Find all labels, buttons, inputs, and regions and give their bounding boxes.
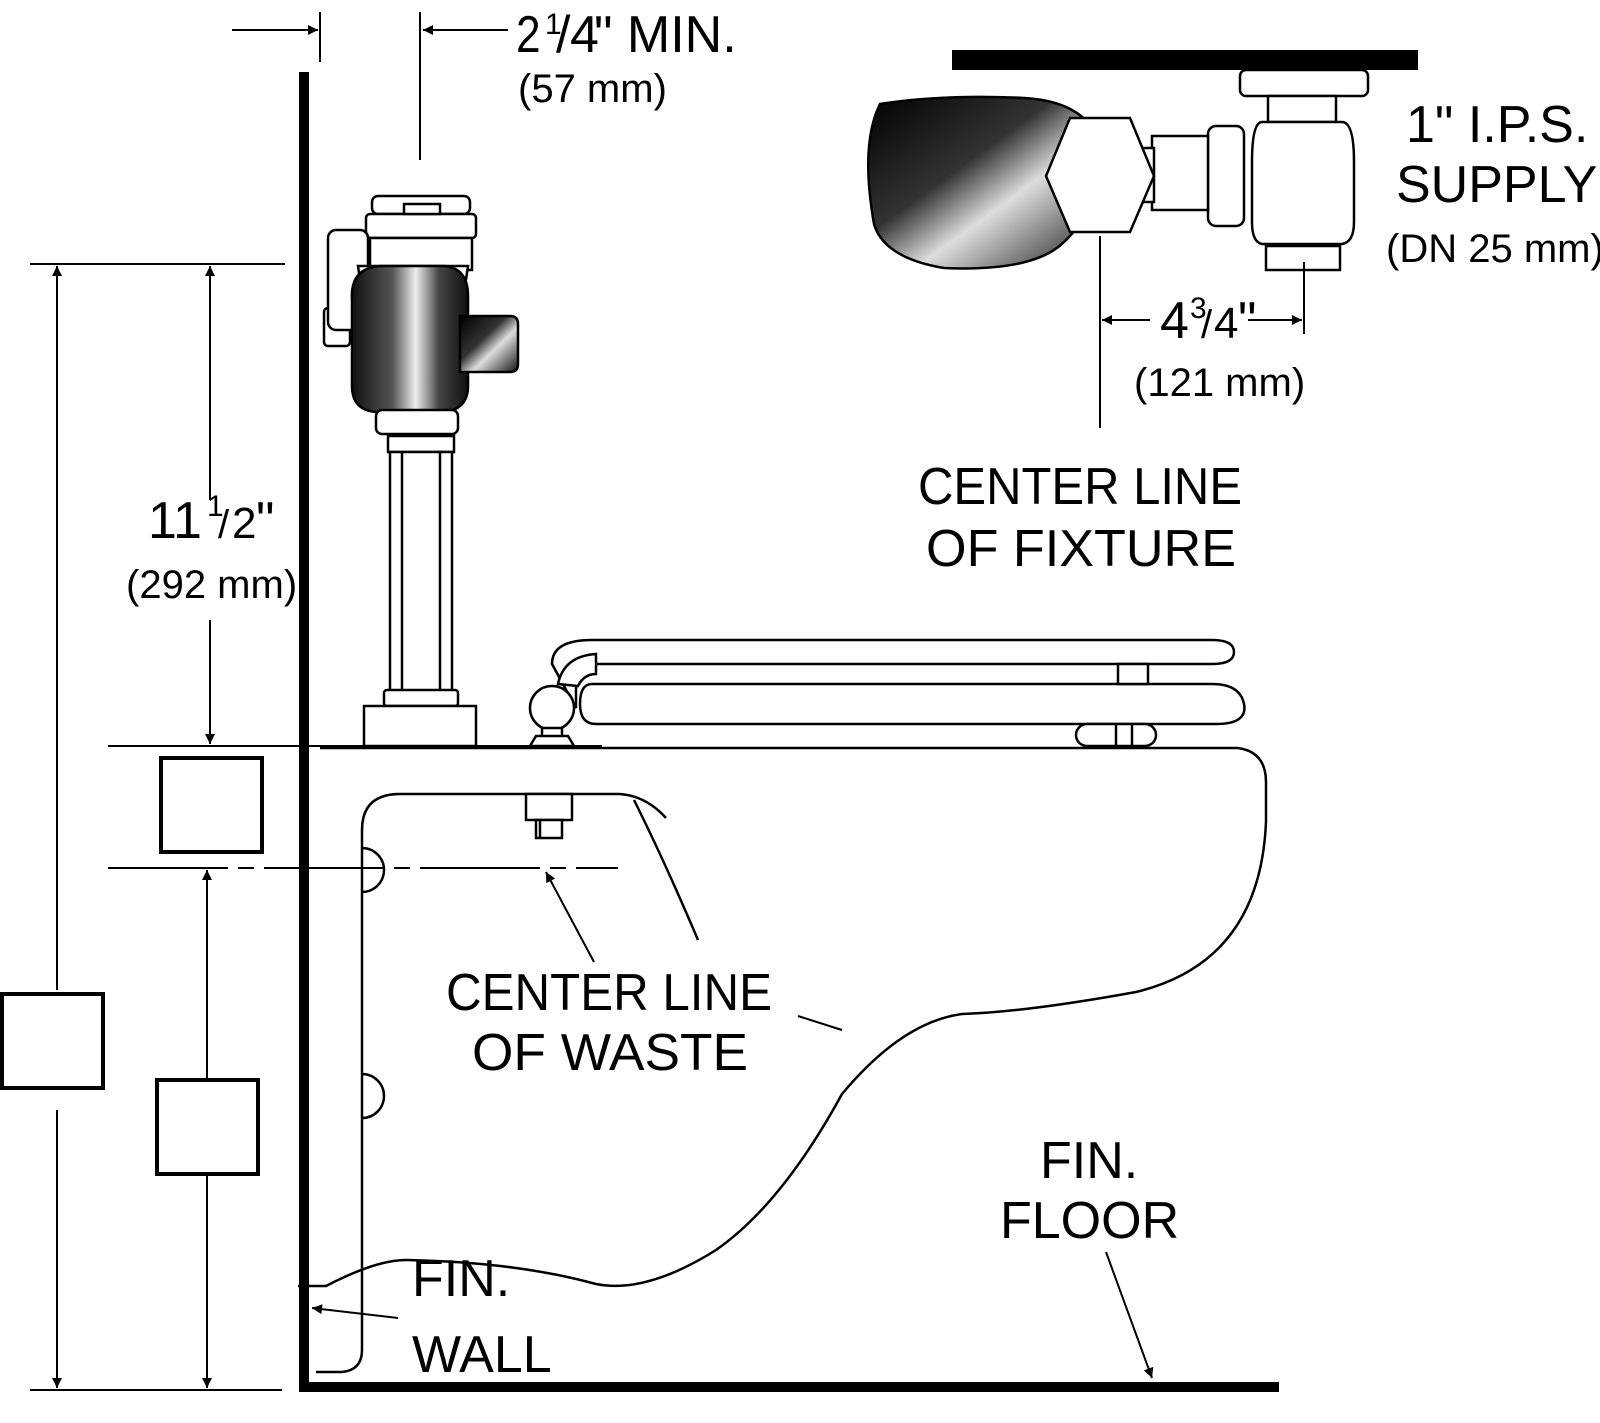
min-clearance-metric: (57 mm) [518, 67, 667, 111]
height-slash: / [218, 503, 230, 547]
box-markers [0, 756, 264, 1176]
supply-label-line2: SUPPLY [1396, 156, 1597, 214]
waste-leader [545, 871, 843, 1031]
supply-label-line1: 1" I.P.S. [1406, 96, 1588, 154]
waste-label-line1: CENTER LINE [446, 964, 772, 1022]
toilet-seat [527, 638, 1246, 748]
floor-label-line1: FIN. [1040, 1132, 1138, 1190]
fixture-label-line2: OF FIXTURE [926, 520, 1236, 578]
offset-dimension [1099, 236, 1305, 428]
height-suffix: " [256, 492, 274, 550]
min-clearance-den: 4 [570, 6, 599, 64]
height-whole: 11 [148, 492, 202, 550]
fixture-label-line1: CENTER LINE [918, 458, 1242, 516]
min-clearance-suffix: " MIN. [594, 6, 737, 64]
height-metric: (292 mm) [126, 563, 297, 607]
floor-leader [1105, 1251, 1154, 1379]
offset-whole: 4 [1160, 292, 1189, 350]
offset-num: 3 [1190, 292, 1207, 325]
offset-den: 4 [1214, 299, 1238, 348]
finished-wall [299, 72, 309, 1392]
height-den: 2 [232, 499, 256, 548]
wall-leader [311, 1304, 399, 1319]
min-clearance-slash: / [556, 6, 571, 64]
toilet-bowl [298, 746, 1268, 1374]
flushometer-top-view [866, 68, 1370, 272]
min-clearance-whole: 2 [516, 6, 541, 64]
offset-suffix: " [1238, 292, 1256, 350]
wall-label-line1: FIN. [412, 1250, 510, 1308]
height-dimension [30, 263, 618, 1391]
height-num: 1 [207, 490, 224, 523]
top-view-wall [952, 50, 1418, 70]
offset-slash: / [1201, 303, 1213, 347]
floor-label-line2: FLOOR [1000, 1192, 1179, 1250]
min-clearance-num: 1 [545, 8, 562, 41]
offset-metric: (121 mm) [1134, 361, 1305, 405]
finished-floor [299, 1382, 1279, 1392]
supply-label-line3: (DN 25 mm) [1386, 227, 1600, 271]
waste-label-line2: OF WASTE [472, 1024, 748, 1082]
min-clearance-dimension [232, 12, 508, 160]
wall-label-line2: WALL [412, 1326, 552, 1384]
flush-valve [322, 194, 520, 748]
